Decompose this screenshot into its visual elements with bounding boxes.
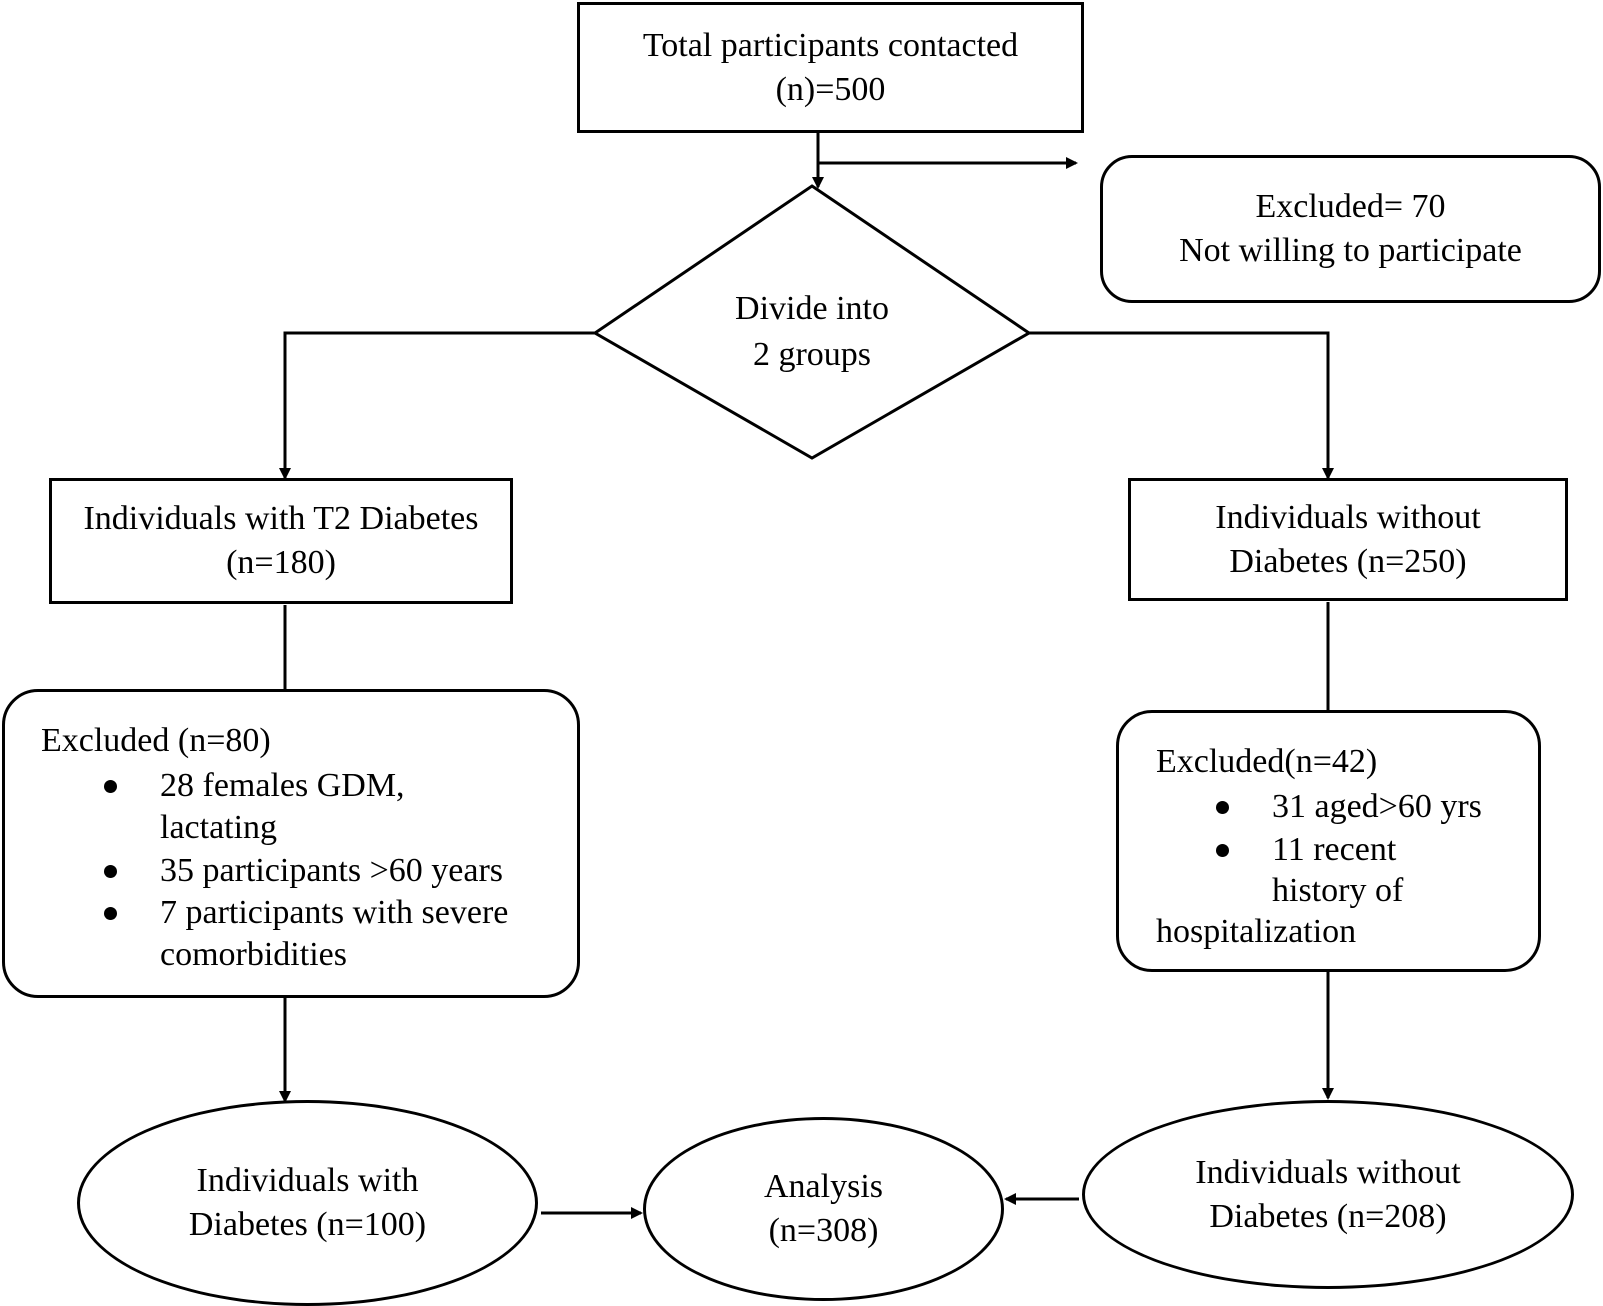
bullet-icon xyxy=(104,865,117,878)
excluded-top-line2: Not willing to participate xyxy=(1179,232,1522,269)
right-excluded-item1-line1: 31 aged>60 yrs xyxy=(1272,788,1482,825)
bullet-icon xyxy=(1216,801,1229,814)
bullet-icon xyxy=(104,907,117,920)
left-final-line1: Individuals with xyxy=(196,1162,419,1199)
excluded-top-line1: Excluded= 70 xyxy=(1255,188,1446,225)
left-group-line2: (n=180) xyxy=(226,544,336,581)
left-final-line2: Diabetes (n=100) xyxy=(188,1206,427,1243)
connector-diamond-to-left xyxy=(279,331,595,480)
right-excluded-title: Excluded(n=42) xyxy=(1156,743,1378,780)
diamond-line1: Divide into xyxy=(735,290,889,327)
analysis-line1: Analysis xyxy=(764,1168,883,1205)
total-participants-box: Total participants contacted (n)=500 xyxy=(577,2,1084,133)
right-final-line2: Diabetes (n=208) xyxy=(1209,1197,1447,1235)
bullet-icon xyxy=(104,780,117,793)
right-final-line1: Individuals without xyxy=(1195,1153,1461,1191)
left-excluded-item2-line1: 35 participants >60 years xyxy=(160,852,504,889)
right-excluded-box: Excluded(n=42) 31 aged>60 yrs 11 recent … xyxy=(1116,710,1541,972)
right-excluded-item2-line1: 11 recent xyxy=(1272,831,1397,868)
left-excluded-item3-line2: comorbidities xyxy=(160,936,347,973)
analysis-line2: (n=308) xyxy=(768,1212,879,1249)
decision-diamond-label: Divide into 2 groups xyxy=(680,286,944,378)
final-with-diabetes-ellipse: Individuals with Diabetes (n=100) xyxy=(77,1100,538,1306)
left-excluded-item1-line2: lactating xyxy=(160,809,278,846)
right-group-line1: Individuals without xyxy=(1215,498,1481,536)
total-participants-line1: Total participants contacted xyxy=(642,26,1019,64)
left-excluded-title: Excluded (n=80) xyxy=(41,722,271,759)
right-group-line2: Diabetes (n=250) xyxy=(1229,542,1467,580)
final-without-diabetes-ellipse: Individuals without Diabetes (n=208) xyxy=(1082,1100,1574,1289)
without-diabetes-group-box: Individuals without Diabetes (n=250) xyxy=(1128,478,1568,601)
right-excluded-trailing: hospitalization xyxy=(1156,913,1357,950)
left-excluded-item3-line1: 7 participants with severe xyxy=(160,894,509,931)
left-group-line1: Individuals with T2 Diabetes xyxy=(83,500,479,537)
total-participants-line2: (n)=500 xyxy=(775,70,886,108)
bullet-icon xyxy=(1216,844,1229,857)
left-excluded-item1-line1: 28 females GDM, xyxy=(160,767,405,804)
analysis-ellipse: Analysis (n=308) xyxy=(643,1117,1004,1301)
connector-diamond-to-right xyxy=(1029,331,1334,480)
right-excluded-item2-line2: history of xyxy=(1272,872,1404,909)
decision-diamond xyxy=(592,184,1032,460)
t2-diabetes-group-box: Individuals with T2 Diabetes (n=180) xyxy=(49,478,513,604)
left-excluded-box: Excluded (n=80) 28 females GDM, lactatin… xyxy=(2,689,580,998)
diamond-line2: 2 groups xyxy=(752,336,872,373)
excluded-not-willing-box: Excluded= 70 Not willing to participate xyxy=(1100,155,1601,303)
